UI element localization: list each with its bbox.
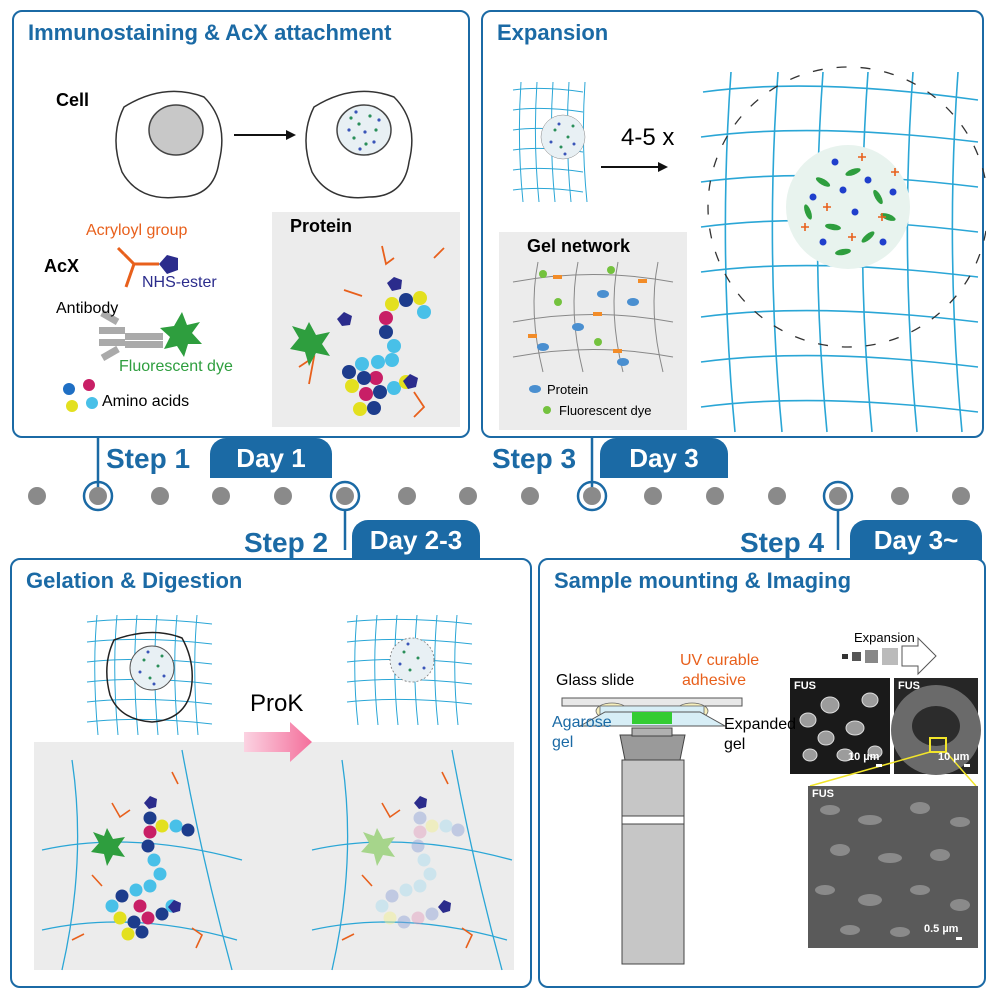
fus-label-2: FUS xyxy=(898,680,920,692)
expansion-label: Expansion xyxy=(854,630,915,645)
panel-title: Expansion xyxy=(497,20,609,45)
day-2-badge: Day 2-3 xyxy=(352,520,480,560)
agarose-label-1: Agarose xyxy=(552,714,612,731)
panel-expansion: Expansion xyxy=(481,10,986,438)
panel-title: Immunostaining & AcX attachment xyxy=(28,20,392,45)
step-4-label: Step 4 xyxy=(740,527,825,558)
fus-label-3: FUS xyxy=(812,788,834,800)
step-2-label: Step 2 xyxy=(244,527,329,558)
scale-bar-1: 10 µm xyxy=(848,751,880,763)
cell-label: Cell xyxy=(56,90,90,110)
panel-title: Gelation & Digestion xyxy=(26,568,243,593)
agarose-label-2: gel xyxy=(552,734,574,751)
acryloyl-label: Acryloyl group xyxy=(86,222,188,239)
uv-adhesive-label-1: UV curable xyxy=(680,652,760,669)
amino-label: Amino acids xyxy=(102,393,190,410)
step-1-label: Step 1 xyxy=(106,443,191,474)
expanded-gel-label-1: Expanded xyxy=(724,716,797,733)
fus-label-1: FUS xyxy=(794,680,816,692)
glass-slide-label: Glass slide xyxy=(556,672,635,689)
prok-label: ProK xyxy=(250,690,304,717)
expansion-illustration xyxy=(499,66,986,433)
protein-label: Protein xyxy=(290,216,353,236)
panel-immunostaining: Immunostaining & AcX attachment xyxy=(12,10,470,438)
day-1-badge: Day 1 xyxy=(210,438,332,478)
legend-dye: Fluorescent dye xyxy=(559,403,652,418)
scale-bar-2: 10 µm xyxy=(938,751,970,763)
legend-protein: Protein xyxy=(547,382,589,397)
uv-adhesive-label-2: adhesive xyxy=(682,672,747,689)
expanded-gel-label-2: gel xyxy=(724,736,746,753)
expansion-factor: 4-5 x xyxy=(621,124,675,151)
gel-network-label: Gel network xyxy=(527,236,631,256)
step-3-label: Step 3 xyxy=(492,443,577,474)
dye-label: Fluorescent dye xyxy=(119,358,233,375)
panel-title: Sample mounting & Imaging xyxy=(554,568,852,593)
panel-gelation: Gelation & Digestion xyxy=(10,558,532,988)
antibody-label: Antibody xyxy=(56,300,119,317)
day-4-badge: Day 3~ xyxy=(850,520,982,560)
imaging-illustration xyxy=(561,636,981,965)
nhs-label: NHS-ester xyxy=(142,274,217,291)
acx-label: AcX xyxy=(44,256,80,276)
gelation-illustration xyxy=(34,614,514,971)
immunostaining-illustration xyxy=(63,90,460,427)
day-3-badge: Day 3 xyxy=(600,438,728,478)
panel-imaging: Sample mounting & Imaging xyxy=(538,558,986,988)
scale-bar-3: 0.5 µm xyxy=(924,923,959,935)
